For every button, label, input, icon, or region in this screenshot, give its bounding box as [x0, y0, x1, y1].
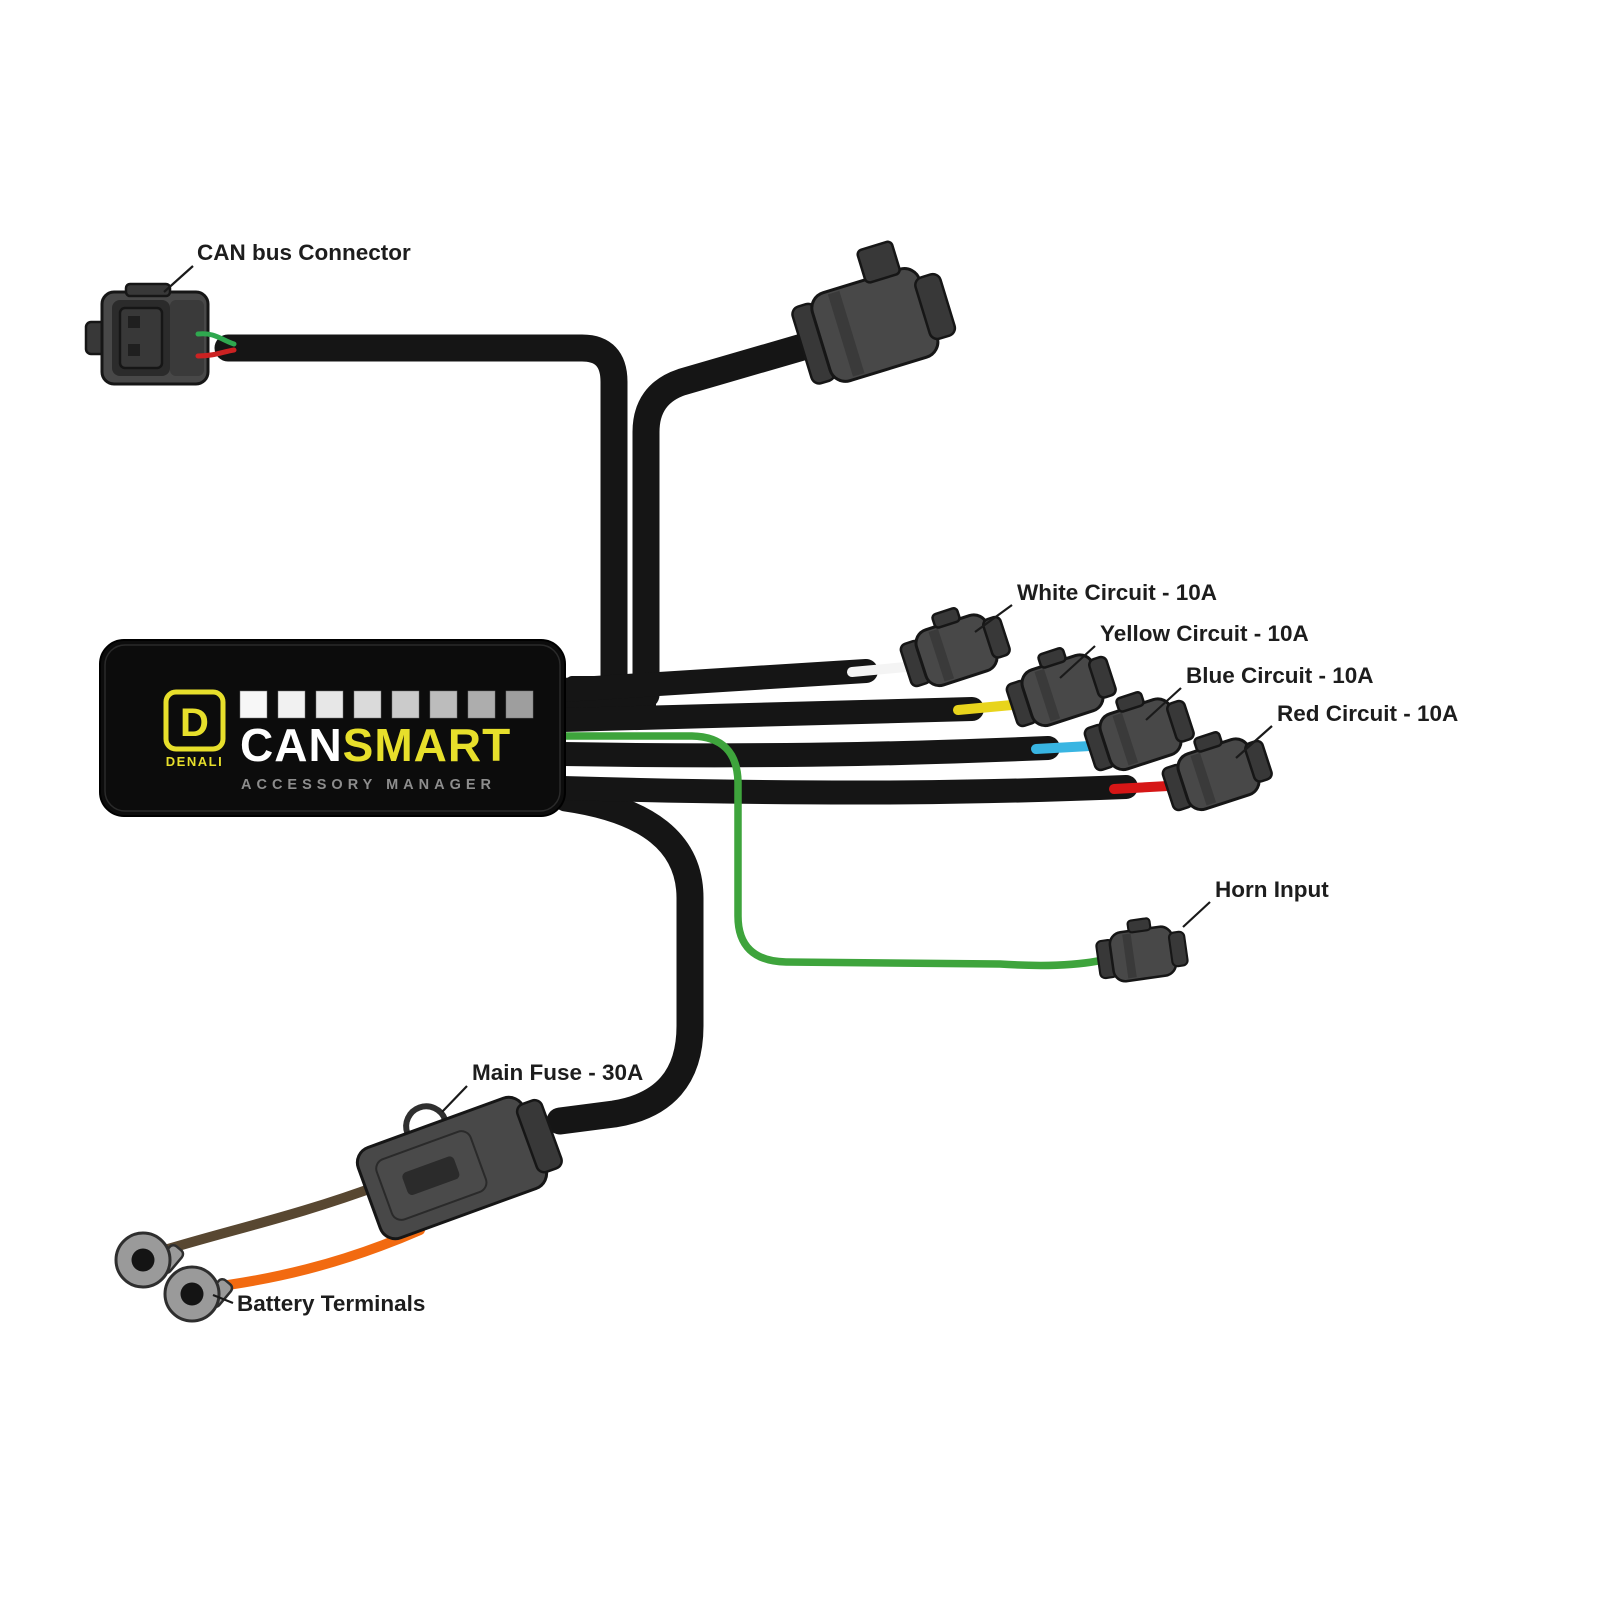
module-body — [99, 639, 566, 817]
led-square-2 — [277, 690, 306, 719]
led-square-5 — [391, 690, 420, 719]
module-name: CANSMART — [240, 719, 511, 771]
leader-can-bus — [163, 265, 194, 293]
label-blue-circuit: Blue Circuit - 10A — [1186, 663, 1374, 688]
label-main-fuse: Main Fuse - 30A — [472, 1060, 643, 1085]
can-pigtail-red — [195, 347, 237, 359]
fuse-holder-cap — [515, 1098, 563, 1174]
passthrough-connector — [791, 240, 957, 385]
connector-pin — [128, 316, 140, 328]
cable-to-can-connector — [214, 334, 628, 704]
logo-frame — [163, 689, 226, 752]
leader-white-circuit — [974, 604, 1013, 633]
horn-input-connector — [1092, 912, 1191, 986]
cable-to-passthrough-connector — [632, 332, 820, 709]
status-led-row — [239, 690, 534, 719]
white-circuit-connector — [891, 593, 1016, 696]
label-red-circuit: Red Circuit - 10A — [1277, 701, 1458, 726]
module-subtitle: ACCESSORY MANAGER — [241, 777, 496, 793]
led-square-1 — [239, 690, 268, 719]
battery-ring-terminal-1 — [114, 1231, 185, 1289]
label-battery-terminals: Battery Terminals — [237, 1291, 425, 1316]
cansmart-module: D DENALI CANSMART ACCESSORY MANAGER — [99, 639, 566, 817]
logo-letter: D — [180, 701, 209, 745]
leader-red-circuit — [1235, 725, 1273, 759]
power-wire-orange — [201, 1225, 425, 1293]
horn-wire-green — [559, 732, 1102, 970]
led-square-3 — [315, 690, 344, 719]
label-white-circuit: White Circuit - 10A — [1017, 580, 1217, 605]
label-horn-input: Horn Input — [1215, 877, 1329, 902]
led-square-6 — [429, 690, 458, 719]
white-wire-tip — [847, 662, 911, 677]
main-power-cable — [546, 784, 704, 1135]
battery-ring-terminal-2 — [163, 1265, 234, 1323]
yellow-circuit-cable — [551, 697, 984, 732]
leader-yellow-circuit — [1059, 645, 1096, 679]
leader-main-fuse — [441, 1085, 468, 1113]
led-square-8 — [505, 690, 534, 719]
can-bus-connector — [84, 282, 237, 386]
leader-battery-terminals — [212, 1293, 234, 1305]
connector-insert — [118, 306, 164, 370]
fuse-holder-slot — [402, 1156, 460, 1195]
yellow-wire-tip — [953, 700, 1017, 715]
terminal-hole — [131, 1248, 155, 1272]
label-yellow-circuit: Yellow Circuit - 10A — [1100, 621, 1309, 646]
leader-blue-circuit — [1145, 687, 1182, 721]
terminal-hole — [180, 1282, 204, 1306]
ground-wire-brown — [153, 1180, 385, 1257]
module-edge-highlight — [104, 644, 561, 812]
fuse-holder — [355, 1095, 563, 1241]
brand-name: DENALI — [166, 754, 223, 769]
connector-back — [170, 300, 204, 376]
leader-horn-input — [1182, 901, 1211, 928]
led-square-4 — [353, 690, 382, 719]
denali-logo: D DENALI — [163, 689, 226, 769]
connector-pin — [128, 344, 140, 356]
blue-wire-tip — [1031, 741, 1095, 754]
connector-back — [914, 272, 957, 341]
connector-seam — [827, 290, 865, 377]
led-square-7 — [467, 690, 496, 719]
module-name-can: CAN — [240, 719, 343, 771]
module-name-smart: SMART — [343, 719, 512, 771]
red-circuit-cable — [551, 775, 1138, 805]
can-pigtail-green — [195, 331, 237, 347]
blue-circuit-cable — [551, 736, 1060, 768]
label-can-bus-connector: CAN bus Connector — [197, 240, 411, 265]
red-wire-tip — [1109, 781, 1173, 794]
connector-tab — [856, 240, 901, 284]
fuse-holder-clip — [403, 1103, 448, 1135]
white-circuit-cable — [551, 659, 878, 702]
connector-ridge — [124, 282, 172, 298]
